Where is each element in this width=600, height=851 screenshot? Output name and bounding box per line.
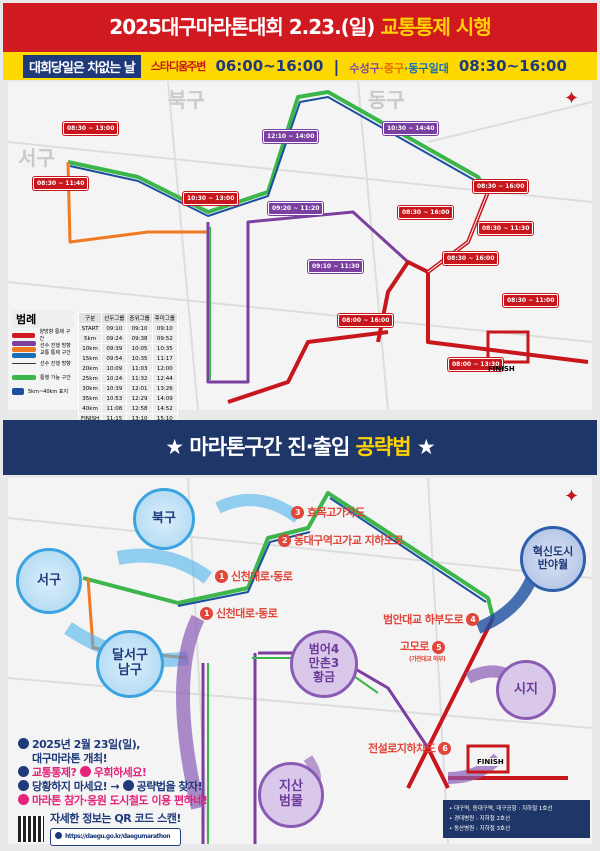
car-free-badge: 대회당일은 차없는 날 xyxy=(23,54,141,78)
district-label-dong: 동구 xyxy=(368,88,405,112)
legend-item: 통행 가능 구간 xyxy=(12,370,74,384)
section-title: ★ 마라톤구간 진·출입 공략법 ★ xyxy=(3,420,597,475)
time-districts: 08:30~16:00 xyxy=(458,57,567,75)
area-dong: 동구일대 xyxy=(408,61,449,75)
control-callout: 09:20 ~ 11:20 xyxy=(268,202,324,215)
time-stadium: 06:00~16:00 xyxy=(215,57,324,75)
control-callout: 10:30 ~ 13:00 xyxy=(183,192,239,205)
info-panel: 2025년 2월 23일(일), 대구마라톤 개최! 교통통제? 우회하세요! … xyxy=(18,738,208,846)
area-jung: 중구 xyxy=(383,61,405,75)
control-callout: 08:30 ~ 16:00 xyxy=(443,252,499,265)
legend-item: 5km~40km 표지 xyxy=(12,384,74,398)
district-label-seo: 서구 xyxy=(18,146,55,170)
access-point-5: 고모로 5(가천대교 하부) xyxy=(400,640,446,663)
control-callout: 08:30 ~ 11:30 xyxy=(478,222,534,235)
traffic-control-map: 북구 서구 동구 08:30 ~ 13:00 08:30 ~ 11:40 10:… xyxy=(8,82,592,424)
control-callout: 08:30 ~ 11:00 xyxy=(503,294,559,307)
access-strategy-map: 북구 서구 달서구 남구 혁신도시 반야월 범어4 만촌3 황금 시지 지산 범… xyxy=(8,478,592,846)
qr-code[interactable] xyxy=(18,816,44,842)
district-bubble-jisan: 지산 범물 xyxy=(258,762,324,828)
legend-item: 선수 진행 방향 교통 통제 구간 xyxy=(12,340,74,358)
globe-icon xyxy=(55,832,62,839)
title-highlight: 교통통제 시행 xyxy=(380,15,491,39)
face-icon xyxy=(18,780,29,791)
control-callout: 12:10 ~ 14:00 xyxy=(263,130,319,143)
subway-line-1: • 대구역, 동대구역, 대구공항 : 지하철 1호선 xyxy=(449,806,553,812)
legend-title: 범례 xyxy=(12,310,74,328)
control-callout: 08:00 ~ 16:00 xyxy=(338,314,394,327)
control-callout: 08:30 ~ 16:00 xyxy=(473,180,529,193)
search-icon xyxy=(122,780,134,791)
subway-line-3: • 동산병원 : 지하철 3호선 xyxy=(449,826,511,832)
control-callout: 08:30 ~ 16:00 xyxy=(398,206,454,219)
divider: | xyxy=(333,56,340,76)
subway-line-2: • 경대병원 : 지하철 2호선 xyxy=(449,816,511,822)
finish-label: FINISH xyxy=(476,758,505,766)
detour-icon xyxy=(79,766,91,777)
control-callout: 08:30 ~ 11:40 xyxy=(33,177,89,190)
title-main: 2025대구마라톤대회 2.23.(일) xyxy=(109,15,381,39)
compass-icon: ✦ xyxy=(564,486,580,507)
district-bubble-dalseo-nam: 달서구 남구 xyxy=(96,630,164,698)
district-bubble-siji: 시지 xyxy=(496,660,556,720)
subway-icon xyxy=(18,794,29,805)
district-bubble-hyeoksin: 혁신도시 반야월 xyxy=(520,526,586,592)
legend: 범례 양방향 통제 구간 선수 진행 방향 교통 통제 구간 선수 진행 방향 … xyxy=(12,310,74,398)
district-bubble-seo: 서구 xyxy=(16,548,82,614)
district-bubble-buk: 북구 xyxy=(133,488,195,550)
control-callout: 09:10 ~ 11:30 xyxy=(308,260,364,273)
area-suseong: 수성구 xyxy=(349,61,380,75)
control-callout: 10:30 ~ 14:40 xyxy=(383,122,439,135)
finish-label: FINISH xyxy=(488,365,515,373)
traffic-light-icon xyxy=(18,766,29,777)
legend-item: 양방향 통제 구간 xyxy=(12,328,74,342)
control-callout: 08:30 ~ 13:00 xyxy=(63,122,119,135)
control-callout: 08:00 ~ 13:30 xyxy=(448,358,504,371)
subway-info-box: • 대구역, 동대구역, 대구공항 : 지하철 1호선 • 경대병원 : 지하철… xyxy=(443,800,590,838)
url-link[interactable]: https://daegu.go.kr/daegumarathon xyxy=(50,828,181,846)
schedule-band: 대회당일은 차없는 날 스타디움주변 06:00~16:00 | 수성구·중구·… xyxy=(3,52,597,80)
area-districts: 수성구·중구·동구일대 xyxy=(349,61,449,75)
header-title: 2025대구마라톤대회 2.23.(일) 교통통제 시행 xyxy=(3,3,597,52)
route-map-graphic xyxy=(8,82,592,410)
legend-item: 선수 진행 방향 xyxy=(12,356,74,370)
district-bubble-beomeo: 범어4 만촌3 황금 xyxy=(290,630,358,698)
calendar-icon xyxy=(18,738,29,749)
district-label-buk: 북구 xyxy=(168,88,205,112)
area-stadium: 스타디움주변 xyxy=(150,60,207,73)
compass-icon: ✦ xyxy=(564,88,580,109)
